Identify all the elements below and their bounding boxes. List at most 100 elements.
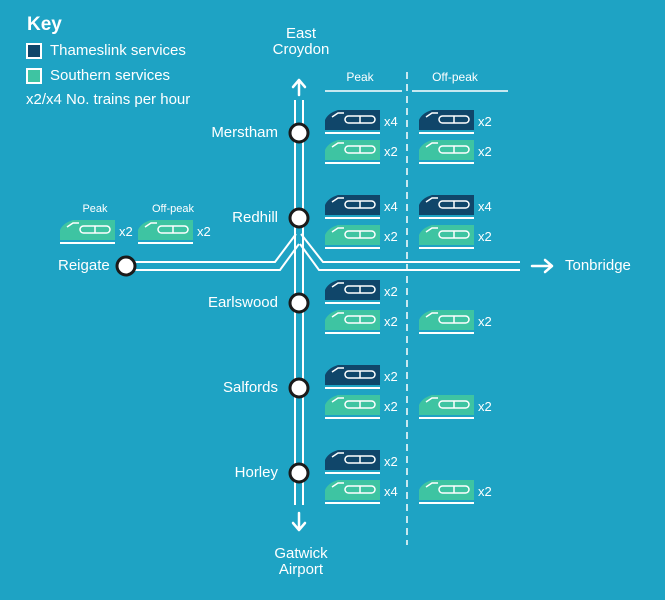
train-icon-thameslink: x4 [325,110,398,134]
train-icon-southern: x2 [138,220,211,244]
train-icon-thameslink: x4 [419,195,492,219]
train-frequency-label: x2 [478,314,492,329]
key-frequency-label: x2/x4 No. trains per hour [26,91,191,108]
destination-north-line1: East [285,25,316,42]
train-body [325,395,380,415]
train-windscreen [425,482,438,488]
station-reigate: Reigate [58,257,110,274]
train-icon-southern: x2 [419,480,492,504]
train-icon-southern: x2 [325,140,398,164]
train-frequency-label: x2 [384,284,398,299]
train-body [325,365,380,385]
station-horley: Horley [234,464,278,481]
reigate-branch-upper [130,233,297,263]
station-redhill: Redhill [232,209,278,226]
station-marker-reigate [115,255,137,277]
station-earlswood: Earlswood [207,294,278,311]
key-title: Key [27,14,62,35]
key-frequency: x2/x4 No. trains per hour [26,91,190,108]
train-frequency-label: x2 [384,144,398,159]
train-windscreen [425,197,438,203]
train-frequency-label: x4 [478,199,492,214]
train-icon-southern: x2 [325,310,398,334]
train-windscreen [331,282,344,288]
train-windscreen [425,397,438,403]
train-windscreen [331,227,344,233]
train-frequency-label: x4 [384,114,398,129]
station-marker-horley [288,462,310,484]
train-icon-southern: x2 [325,225,398,249]
train-body [419,395,474,415]
train-body [60,220,115,240]
station-marker-merstham [288,122,310,144]
train-frequency-label: x2 [197,224,211,239]
train-windscreen [66,222,79,228]
train-frequency-label: x2 [384,229,398,244]
train-windscreen [331,482,344,488]
train-body [325,195,380,215]
train-body [325,310,380,330]
destination-south: Gatwick Airport [241,546,361,578]
train-windscreen [331,312,344,318]
station-salfords: Salfords [222,379,278,396]
train-icon-southern: x2 [325,395,398,419]
train-icon-thameslink: x2 [325,450,398,474]
train-icon-southern: x2 [419,140,492,164]
arrow-north-icon [291,78,307,97]
reigate-offpeak-label: Off-peak [152,203,194,215]
destination-south-line1: Gatwick [274,545,328,562]
train-frequency-label: x2 [384,399,398,414]
train-windscreen [331,112,344,118]
key-thameslink-label: Thameslink services [50,42,186,59]
train-windscreen [331,452,344,458]
tonbridge-branch-lower [299,243,520,271]
train-windscreen [331,197,344,203]
train-frequency-label: x4 [384,484,398,499]
train-icon-southern: x4 [325,480,398,504]
key-southern: Southern services [26,67,170,84]
train-frequency-label: x2 [478,114,492,129]
train-icon-thameslink: x2 [419,110,492,134]
train-frequency-label: x2 [384,314,398,329]
train-icon-southern: x2 [60,220,133,244]
thameslink-swatch [26,42,42,59]
train-icon-southern: x2 [419,225,492,249]
destination-north: East Croydon [241,26,361,58]
train-frequency-label: x2 [478,144,492,159]
station-merstham: Merstham [211,124,278,141]
destination-south-line2: Airport [278,561,324,578]
train-body [419,195,474,215]
train-windscreen [331,397,344,403]
destination-north-line2: Croydon [272,41,330,58]
train-frequency-label: x2 [478,399,492,414]
train-body [419,310,474,330]
train-icon-southern: x2 [419,310,492,334]
train-windscreen [331,142,344,148]
train-frequency-label: x2 [478,484,492,499]
train-body [419,110,474,130]
tonbridge-branch-upper [300,233,520,263]
column-offpeak: Off-peak [432,70,478,84]
train-body [325,480,380,500]
reigate-branch-lower [130,243,300,271]
train-body [325,140,380,160]
southern-swatch [26,67,42,84]
train-frequency-label: x2 [384,369,398,384]
arrow-east-icon [530,258,554,274]
train-icon-thameslink: x2 [325,280,398,304]
train-windscreen [425,112,438,118]
arrow-south-icon [291,511,307,532]
train-windscreen [331,367,344,373]
train-windscreen [144,222,157,228]
train-frequency-label: x4 [384,199,398,214]
train-body [419,225,474,245]
train-icon-thameslink: x4 [325,195,398,219]
train-icon-southern: x2 [419,395,492,419]
train-body [325,110,380,130]
train-body [419,140,474,160]
train-windscreen [425,312,438,318]
train-windscreen [425,227,438,233]
station-marker-salfords [288,377,310,399]
